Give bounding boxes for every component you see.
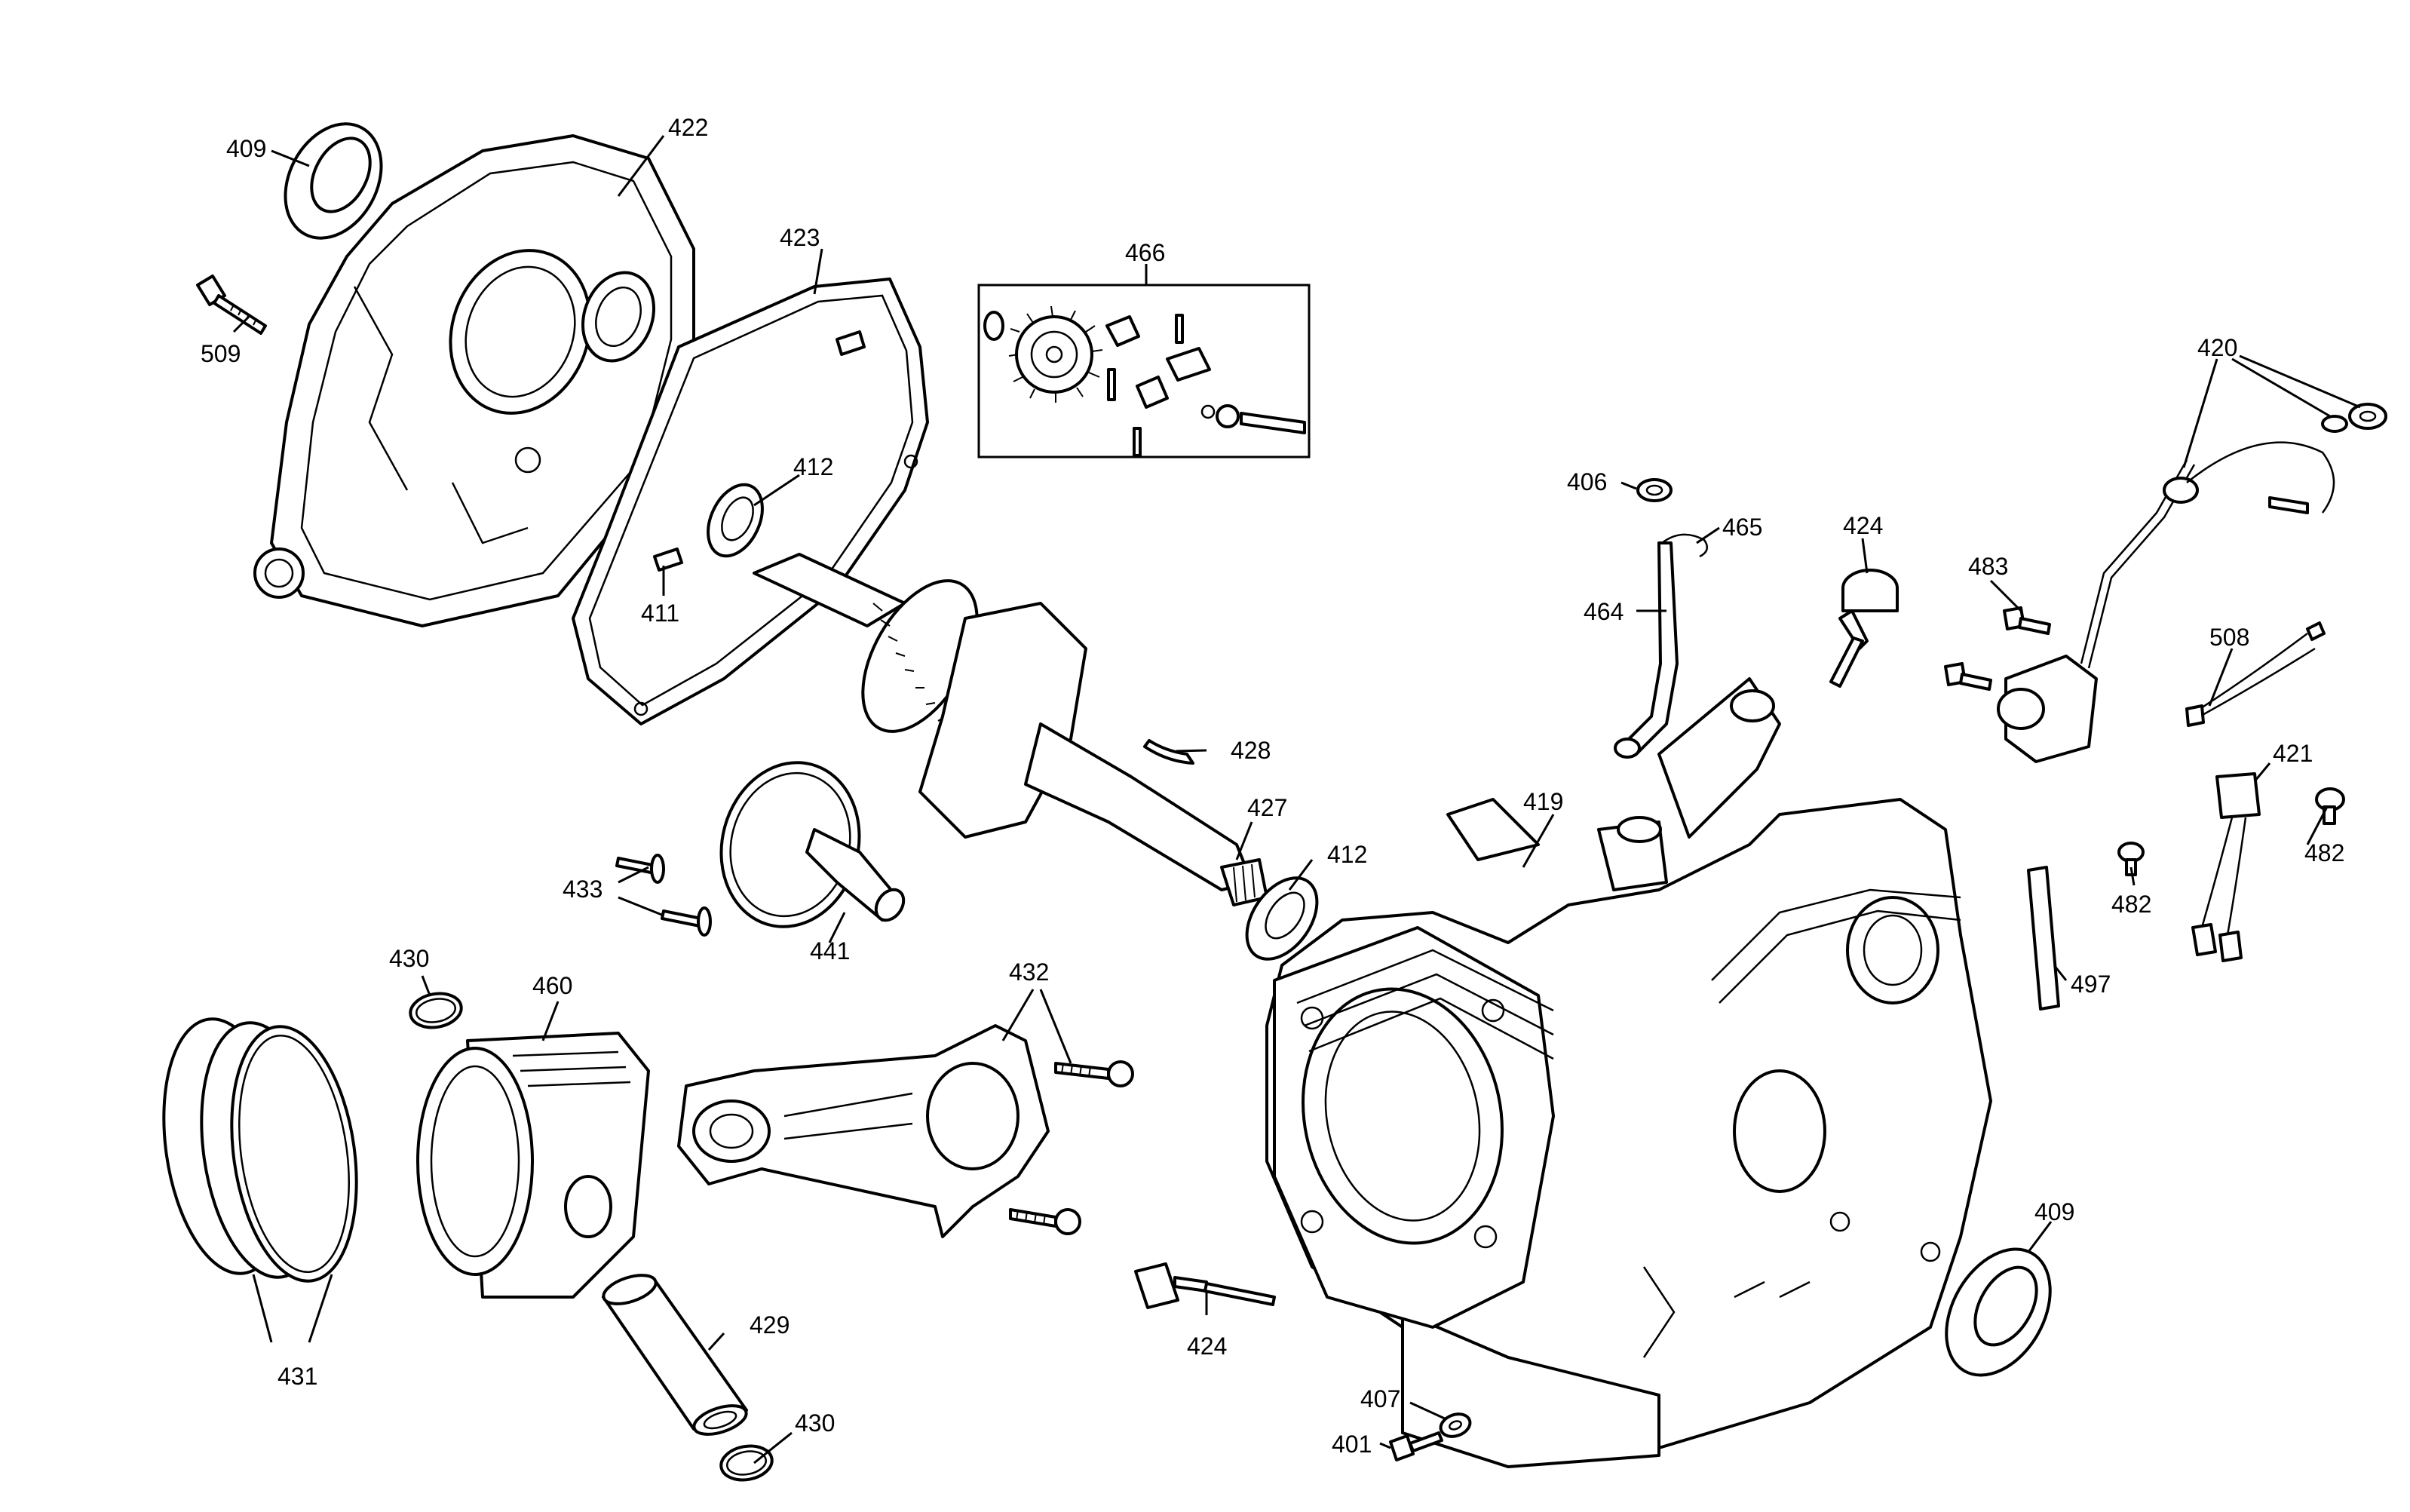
governor-kit-466 [977, 284, 1311, 459]
callout-419: 419 [1523, 788, 1563, 815]
callout-428: 428 [1231, 737, 1271, 764]
callout-432: 432 [1009, 958, 1049, 986]
oil-fill-cap-424-upper [1829, 569, 1899, 688]
callout-465: 465 [1722, 514, 1762, 541]
callout-427: 427 [1247, 794, 1287, 821]
bearing-412-upper [707, 483, 764, 558]
callout-421: 421 [2273, 740, 2313, 767]
callout-424-upper: 424 [1843, 512, 1883, 539]
callout-406: 406 [1567, 468, 1607, 495]
circlip-430-upper [409, 992, 463, 1029]
piston-460 [416, 1032, 650, 1299]
callout-508: 508 [2209, 624, 2249, 651]
callout-509: 509 [201, 340, 241, 367]
callout-labels: 409 422 509 423 466 412 411 428 427 412 … [201, 114, 2344, 1458]
pins-433 [615, 854, 712, 937]
shim-plate-497 [2027, 866, 2060, 1011]
oil-seal-409-top [284, 122, 383, 240]
washer-407 [1439, 1412, 1472, 1438]
callout-460: 460 [532, 972, 572, 999]
callout-431: 431 [277, 1363, 317, 1390]
bolt-483-b [1944, 662, 1992, 691]
callout-423: 423 [780, 224, 820, 251]
connecting-rod-432 [677, 1024, 1134, 1238]
piston-pin-429 [602, 1274, 748, 1436]
callout-401: 401 [1332, 1431, 1372, 1458]
dipstick-424-lower [1134, 1262, 1276, 1309]
leader-lines [232, 135, 2361, 1464]
governor-link-465 [1661, 533, 1709, 558]
camshaft-441 [719, 761, 906, 928]
callout-424-lower: 424 [1187, 1333, 1227, 1360]
callout-497: 497 [2071, 971, 2111, 998]
screw-482-a [2117, 842, 2145, 876]
callout-433: 433 [563, 876, 602, 903]
screw-482-b [2315, 787, 2345, 825]
callout-482-left: 482 [2111, 891, 2151, 918]
callout-412-upper: 412 [793, 453, 833, 480]
kill-switch-421 [2191, 772, 2261, 962]
callout-409-top: 409 [226, 135, 266, 162]
callout-422: 422 [668, 114, 708, 141]
callout-466: 466 [1125, 239, 1165, 266]
governor-arm-464 [1614, 541, 1679, 759]
oil-seal-409-bottom [1945, 1247, 2052, 1377]
callout-483: 483 [1968, 553, 2008, 580]
callout-411: 411 [641, 600, 679, 627]
callout-412-lower: 412 [1327, 841, 1367, 868]
callout-430-upper: 430 [389, 945, 429, 972]
callout-482-right: 482 [2304, 839, 2344, 866]
ignition-coil-420 [1997, 403, 2387, 763]
bolt-401 [1389, 1431, 1443, 1461]
woodruff-key-428 [1143, 739, 1194, 765]
bearing-412-lower [1245, 876, 1319, 961]
engine-block-419 [1265, 677, 1992, 1468]
dowel-pin-411 [653, 547, 683, 572]
callout-441: 441 [810, 937, 850, 965]
piston-rings-431 [162, 1017, 358, 1283]
wire-harness-508 [2185, 621, 2326, 727]
washer-406 [1636, 478, 1673, 502]
callout-409-bottom: 409 [2034, 1198, 2074, 1225]
crankcase-cover-422 [253, 134, 695, 627]
callout-430-lower: 430 [795, 1409, 835, 1437]
callout-420: 420 [2197, 334, 2237, 361]
circlip-430-lower [719, 1444, 774, 1482]
crankshaft [753, 553, 1268, 906]
bolt-509 [196, 274, 267, 335]
callout-407: 407 [1360, 1385, 1400, 1412]
bolt-483-a [2003, 606, 2051, 635]
callout-429: 429 [750, 1311, 790, 1339]
callout-464: 464 [1584, 598, 1624, 625]
